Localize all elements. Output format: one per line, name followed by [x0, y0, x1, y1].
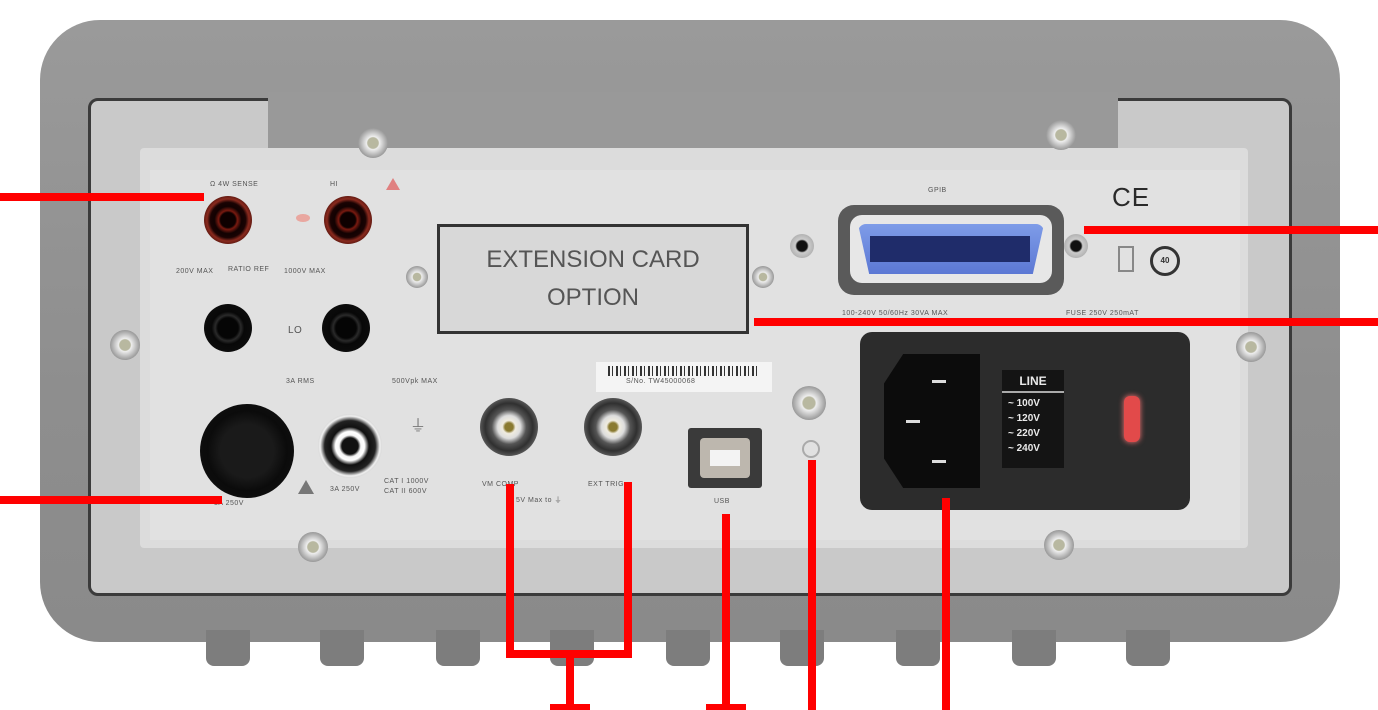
ground-symbol-icon [802, 440, 820, 458]
callout-line-extension [754, 318, 1378, 326]
sense-hi-jack[interactable] [204, 196, 252, 244]
input-hi-label: HI [330, 181, 338, 188]
line-voltage-selector[interactable]: LINE ~ 100V ~ 120V ~ 220V ~ 240V [1002, 370, 1064, 468]
fuse-rating-right: FUSE 250V 250mAT [1066, 310, 1139, 317]
cat-label-1: CAT I 1000V [384, 478, 429, 485]
callout-stem-bnc [566, 656, 574, 710]
current-rating-label: 3A RMS [286, 378, 315, 385]
voltage-240: ~ 240V [1008, 443, 1040, 454]
screw-icon [358, 128, 388, 158]
chassis-foot [320, 630, 364, 666]
input-hi-jack[interactable] [324, 196, 372, 244]
voltage-100: ~ 100V [1008, 398, 1040, 409]
socket-pin [932, 460, 946, 463]
callout-line-power [942, 498, 950, 710]
input-lo-jack[interactable] [322, 304, 370, 352]
chassis-ground-screw[interactable] [792, 386, 826, 420]
ext-trig-bnc[interactable] [584, 398, 642, 456]
screw-icon [1046, 120, 1076, 150]
callout-line-gpib [1084, 226, 1378, 234]
voltage-120: ~ 120V [1008, 413, 1040, 424]
rohs-40-icon: 40 [1150, 246, 1180, 276]
fuse-drawer-indicator[interactable] [1124, 396, 1140, 442]
usb-label: USB [714, 498, 730, 505]
ground-symbol-icon: ⏚ [410, 418, 427, 435]
bezel-top-band [268, 92, 1118, 150]
lo-label: LO [288, 325, 303, 336]
current-input-jack[interactable] [318, 414, 382, 478]
gpib-standoff-left [790, 234, 814, 258]
voltage-220: ~ 220V [1008, 428, 1040, 439]
chassis-foot [1126, 630, 1170, 666]
extension-card-line1: EXTENSION CARD [486, 246, 700, 273]
screw-icon [110, 330, 140, 360]
warning-triangle-icon [386, 178, 400, 190]
callout-line-sense [0, 193, 204, 201]
usb-icon [710, 450, 740, 466]
ground-max-label: 500Vpk MAX [392, 378, 438, 385]
screw-icon [1044, 530, 1074, 560]
max-label-right: 1000V MAX [284, 268, 326, 275]
socket-pin [932, 380, 946, 383]
sense-lo-jack[interactable] [204, 304, 252, 352]
ratio-ref-label: RATIO REF [228, 266, 270, 273]
chassis-foot [1012, 630, 1056, 666]
sense-label: Ω 4W SENSE [210, 181, 259, 188]
screw-icon [406, 266, 428, 288]
callout-tee-bnc [550, 704, 590, 710]
max-label-left: 200V MAX [176, 268, 214, 275]
chassis-foot [780, 630, 824, 666]
gpib-label: GPIB [928, 187, 947, 194]
callout-bracket-bnc [506, 650, 632, 658]
callout-line-exttrig [624, 482, 632, 658]
extension-card-line2: OPTION [546, 284, 639, 311]
line-title: LINE [1002, 370, 1064, 393]
vm-comp-label: VM COMP [482, 481, 519, 488]
power-rating-label: 100-240V 50/60Hz 30VA MAX [842, 310, 949, 317]
callout-line-fuse [0, 496, 222, 504]
screw-icon [752, 266, 774, 288]
amp-rating-label: 3A 250V [330, 486, 360, 493]
iec-power-socket[interactable] [884, 354, 980, 488]
chassis-foot [896, 630, 940, 666]
extension-card-slot[interactable]: EXTENSION CARD OPTION [437, 224, 749, 334]
gpib-standoff-right [1064, 234, 1088, 258]
callout-line-vmcomp [506, 484, 514, 658]
current-fuse-holder[interactable] [200, 404, 294, 498]
indicator-icon [296, 214, 310, 222]
ext-trig-label: EXT TRIG [588, 481, 625, 488]
serial-barcode-label: S/No. TW45000068 [596, 362, 772, 392]
chassis-foot [206, 630, 250, 666]
callout-line-usb [722, 514, 730, 710]
weee-bin-icon [1118, 246, 1134, 272]
ce-mark: CE [1112, 182, 1151, 212]
barcode-icon [608, 366, 758, 376]
socket-pin [906, 420, 920, 423]
callout-line-ground [808, 460, 816, 710]
fuse-rating-label: 3A 250V [214, 500, 244, 507]
cat-label-2: CAT II 600V [384, 488, 427, 495]
callout-tee-usb [706, 704, 746, 710]
bnc-max-note: 5V Max to ⏚ [516, 497, 562, 504]
warning-triangle-icon [298, 480, 314, 494]
vm-comp-bnc[interactable] [480, 398, 538, 456]
serial-number: S/No. TW45000068 [626, 378, 696, 385]
screw-icon [1236, 332, 1266, 362]
gpib-contacts [870, 236, 1030, 262]
screw-icon [298, 532, 328, 562]
chassis-foot [666, 630, 710, 666]
chassis-foot [436, 630, 480, 666]
